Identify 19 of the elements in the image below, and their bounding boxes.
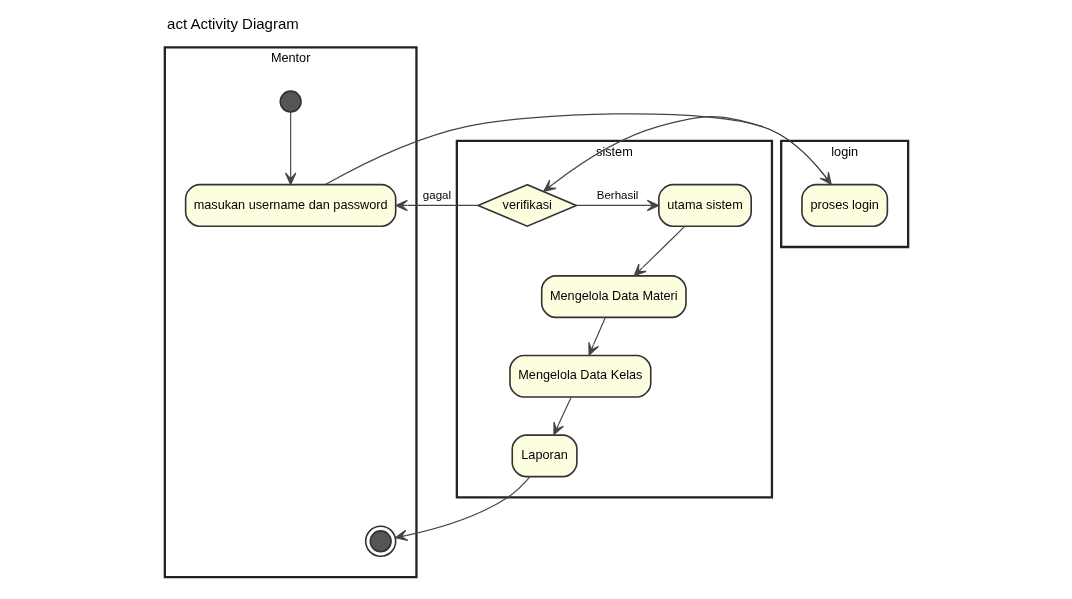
node-circle (278, 90, 302, 113)
node-box: proses login (800, 183, 888, 227)
node-box: utama sistem (657, 183, 752, 227)
node-circle (364, 525, 396, 558)
node-diamond: verifikasi (475, 183, 578, 228)
edge-label: Berhasil (596, 188, 638, 201)
edge-label: gagal (422, 188, 451, 201)
node-box: Laporan (510, 434, 578, 478)
diagram-title: act Activity Diagram (166, 15, 299, 33)
arrow (284, 111, 296, 186)
arrow (633, 225, 685, 277)
arrow (394, 476, 531, 542)
arrow (575, 199, 659, 212)
arrow (394, 199, 479, 212)
node-box: masukan username dan password (184, 183, 396, 227)
arrow (587, 317, 606, 356)
node-box: Mengelola Data Materi (540, 275, 687, 319)
arrow (552, 396, 572, 436)
node-box: Mengelola Data Kelas (508, 354, 652, 398)
